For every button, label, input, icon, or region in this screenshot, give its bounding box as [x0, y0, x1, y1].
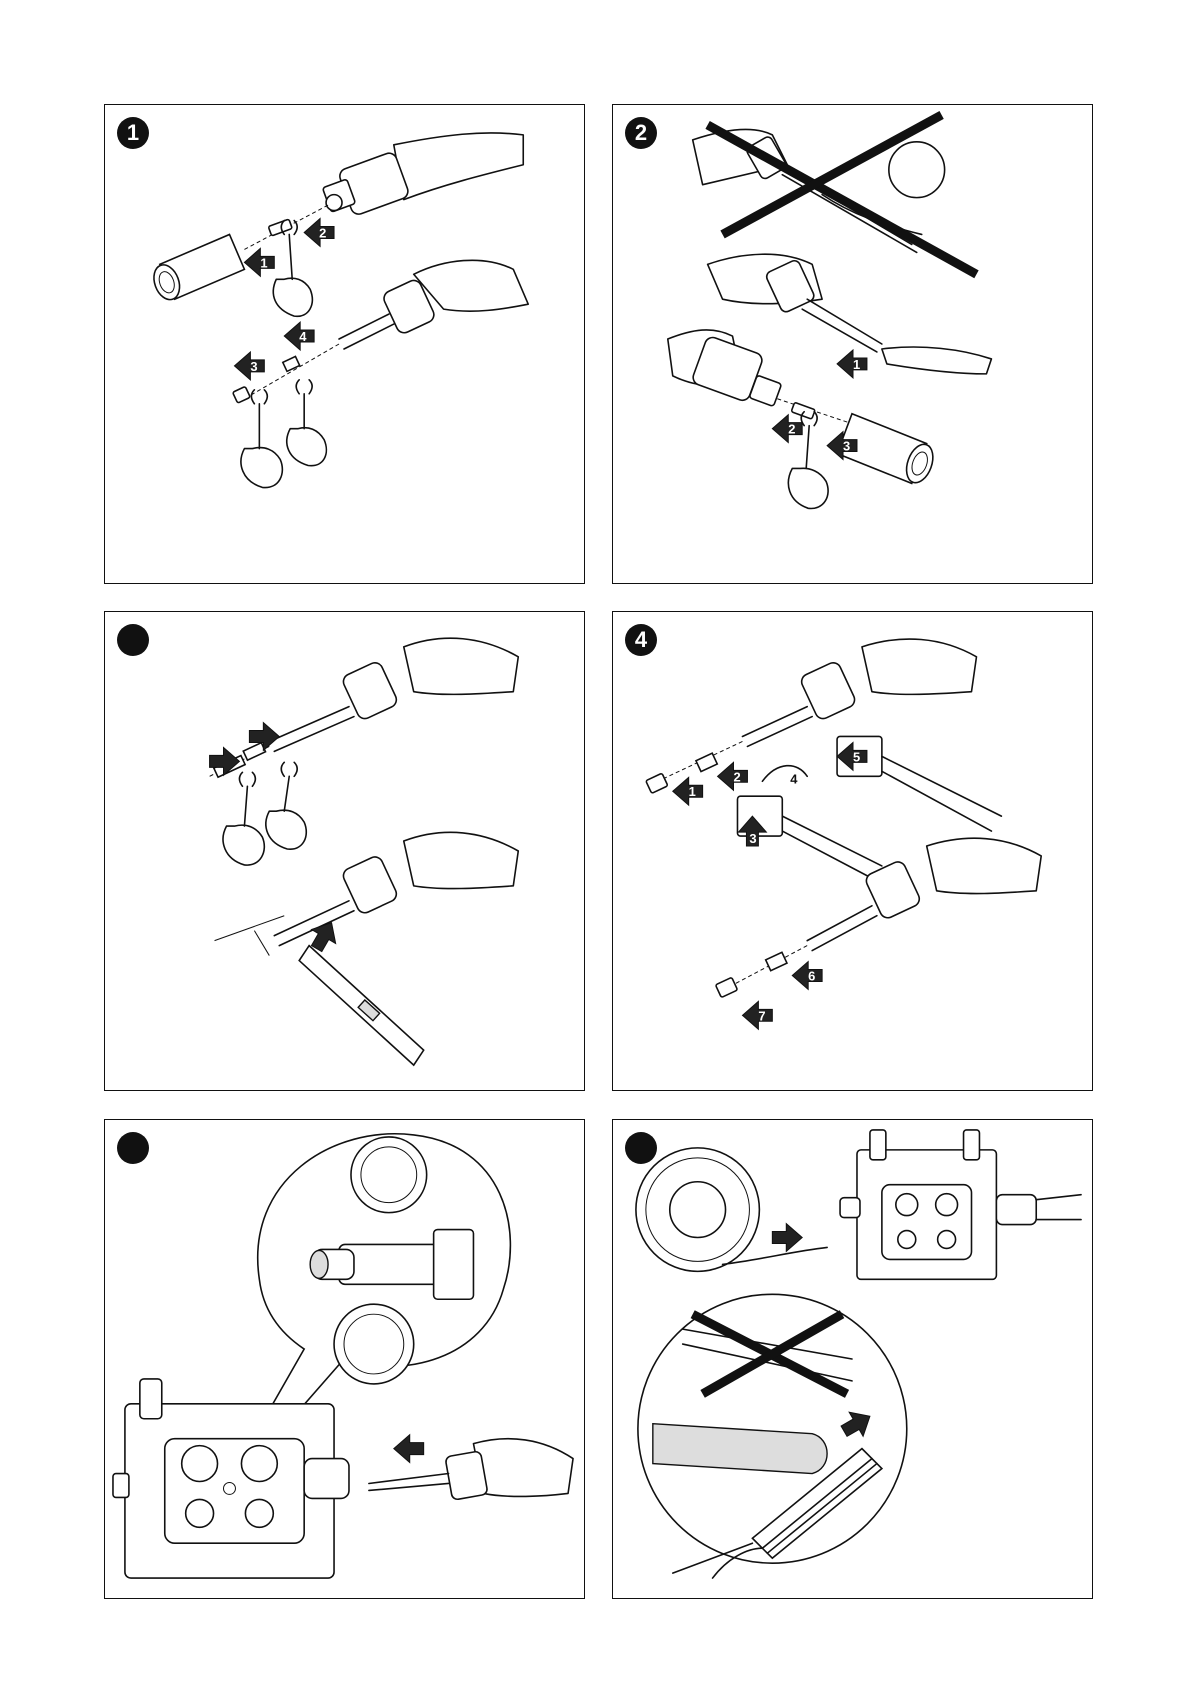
svg-text:4: 4: [790, 771, 798, 786]
panel-1: 1 1 2: [104, 104, 585, 584]
svg-text:7: 7: [758, 1008, 765, 1023]
wire-spool-icon: [636, 1148, 827, 1271]
svg-text:1: 1: [260, 255, 267, 270]
cutter-icon: [299, 946, 423, 1066]
wire-feeder-icon: [113, 1379, 349, 1578]
magnifier-icon: [258, 1134, 511, 1439]
panel-5-illustration: [105, 1120, 584, 1598]
svg-text:2: 2: [733, 769, 740, 784]
panel-1-illustration: 1 2 3 4: [105, 105, 584, 583]
svg-text:3: 3: [749, 831, 756, 846]
svg-text:4: 4: [299, 329, 307, 344]
sharpener-icon: 3 4 5: [737, 736, 1001, 880]
panel-4-illustration: 1 2 3 4 5 6 7: [613, 612, 1092, 1090]
svg-text:3: 3: [843, 439, 850, 454]
panel-3-illustration: [105, 612, 584, 1090]
svg-text:2: 2: [788, 422, 795, 437]
svg-text:1: 1: [853, 357, 860, 372]
panel-4: 4 1 2 3 4 5: [612, 611, 1093, 1091]
svg-text:2: 2: [319, 225, 326, 240]
cross-icon: [693, 115, 977, 274]
svg-text:1: 1: [689, 784, 696, 799]
wire-feeder-icon: [840, 1130, 1081, 1279]
panel-6-illustration: [613, 1120, 1092, 1598]
svg-text:3: 3: [250, 359, 257, 374]
panel-3: [104, 611, 585, 1091]
svg-text:5: 5: [853, 749, 860, 764]
panel-2-illustration: 1 2 3: [613, 105, 1092, 583]
torch-icon: [322, 133, 523, 216]
panel-2: 2 1 2 3: [612, 104, 1093, 584]
nozzle-icon: [149, 234, 244, 303]
panel-6: [612, 1119, 1093, 1599]
panel-5: [104, 1119, 585, 1599]
svg-text:6: 6: [808, 968, 815, 983]
hand-icon: [414, 260, 529, 311]
